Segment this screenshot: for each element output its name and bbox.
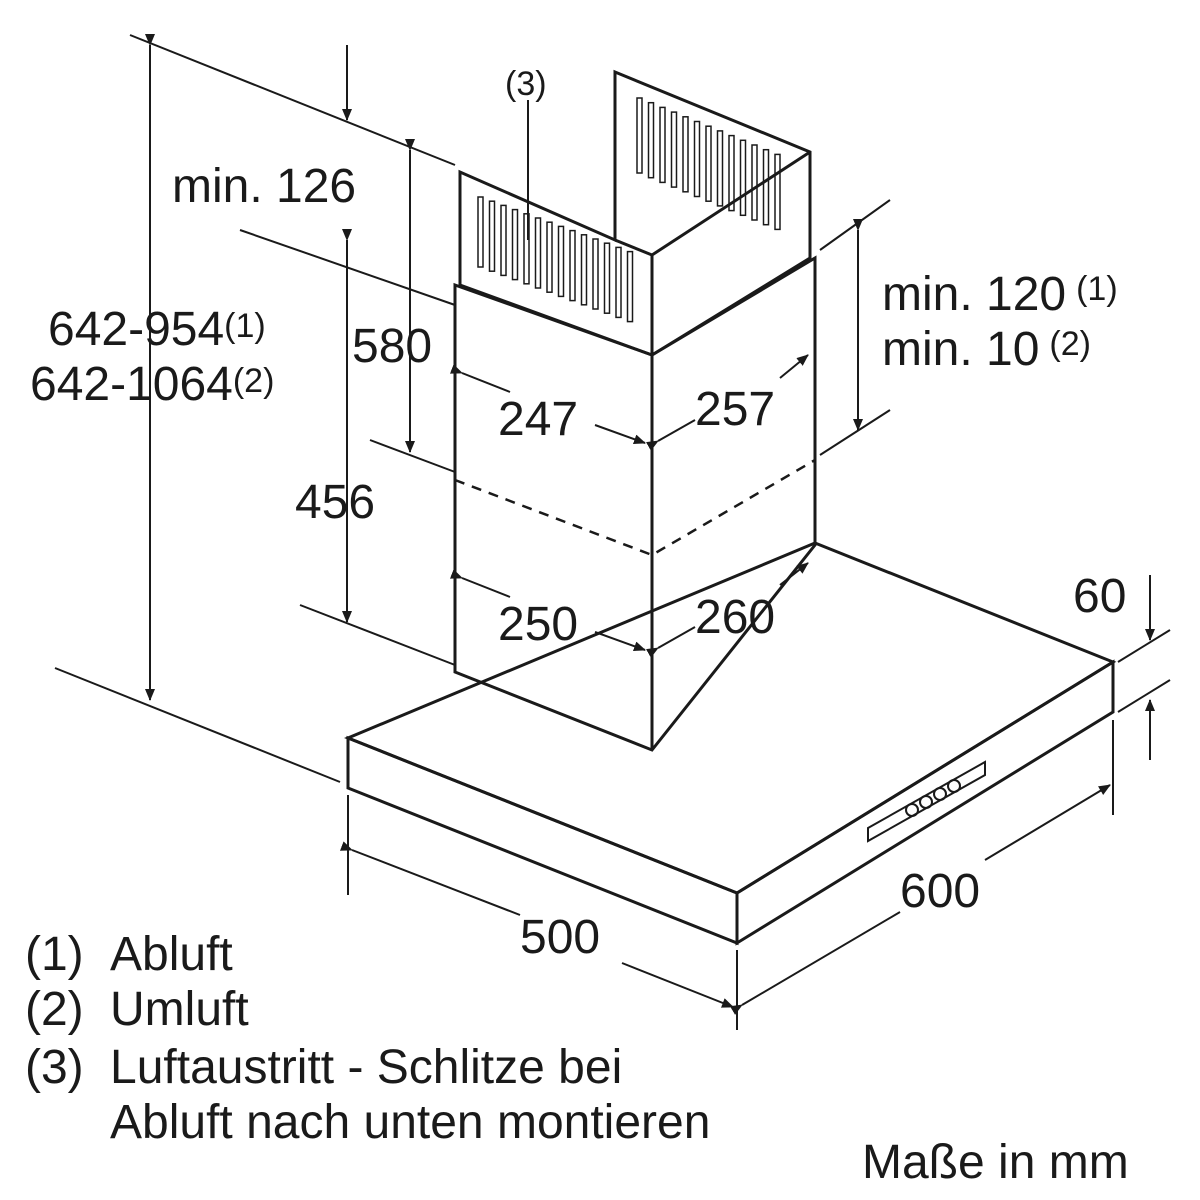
min-126-label: min. 126 — [172, 160, 356, 213]
legend-text: Luftaustritt - Schlitze bei — [110, 1041, 622, 1094]
dim-600: 600 — [900, 865, 980, 918]
slot — [534, 217, 542, 289]
slot — [580, 234, 588, 306]
outer-chimney — [453, 255, 817, 752]
legend-ref: (2) — [25, 983, 84, 1036]
dim-260: 260 — [695, 591, 775, 644]
legend-text: Abluft — [110, 928, 233, 981]
slot — [500, 204, 507, 277]
height-range-umluft: 642-1064(2) — [30, 358, 274, 411]
min-120-label: min. 120 (1) — [882, 268, 1118, 321]
legend: (1) Abluft (2) Umluft (3) Luftaustritt -… — [25, 928, 710, 1149]
dim-500: 500 — [520, 911, 600, 964]
slot — [682, 116, 689, 193]
ref: (2) — [1049, 325, 1091, 363]
dim-580: 580 — [352, 320, 432, 373]
slot — [592, 238, 599, 310]
slot — [751, 144, 758, 221]
ref: (2) — [233, 362, 275, 400]
slot — [636, 97, 643, 174]
slot — [569, 229, 576, 302]
slot — [626, 250, 634, 323]
slot — [693, 120, 701, 198]
dim-250: 250 — [498, 598, 578, 651]
slot-callout: (3) — [505, 65, 547, 103]
slot — [705, 125, 712, 202]
legend-text: Abluft nach unten montieren — [110, 1096, 710, 1149]
slot — [488, 200, 496, 272]
value: min. 10 — [882, 323, 1039, 376]
slot — [477, 196, 484, 268]
min-10-label: min. 10 (2) — [882, 323, 1091, 376]
slot — [659, 106, 666, 184]
value: 642-954 — [48, 303, 224, 356]
dim-257: 257 — [695, 383, 775, 436]
dim-60: 60 — [1073, 570, 1126, 623]
dim-247: 247 — [498, 393, 578, 446]
units-note: Maße in mm — [862, 1136, 1129, 1189]
slot — [670, 111, 678, 188]
value: min. 120 — [882, 268, 1066, 321]
legend-ref: (1) — [25, 928, 84, 981]
legend-text: Umluft — [110, 983, 249, 1036]
slot — [615, 246, 622, 319]
slot — [728, 134, 735, 212]
control-panel — [867, 760, 986, 843]
slot — [739, 139, 747, 217]
legend-ref: (3) — [25, 1041, 84, 1094]
slot — [774, 153, 781, 231]
slot — [557, 225, 565, 298]
ref: (1) — [1076, 270, 1118, 308]
slot — [523, 213, 530, 285]
ref: (1) — [224, 307, 266, 345]
slot — [647, 101, 655, 179]
dim-456: 456 — [295, 476, 375, 529]
air-outlet-slots — [477, 97, 781, 323]
value: 642-1064 — [30, 358, 233, 411]
height-range-abluft: 642-954(1) — [48, 303, 266, 356]
hood-canopy — [344, 541, 1117, 946]
inner-chimney — [458, 69, 812, 357]
slot — [762, 148, 770, 226]
slot — [716, 130, 724, 207]
slot — [511, 208, 519, 281]
dimension-lines — [54, 34, 1171, 1030]
slot — [603, 242, 611, 314]
slot — [546, 221, 553, 293]
